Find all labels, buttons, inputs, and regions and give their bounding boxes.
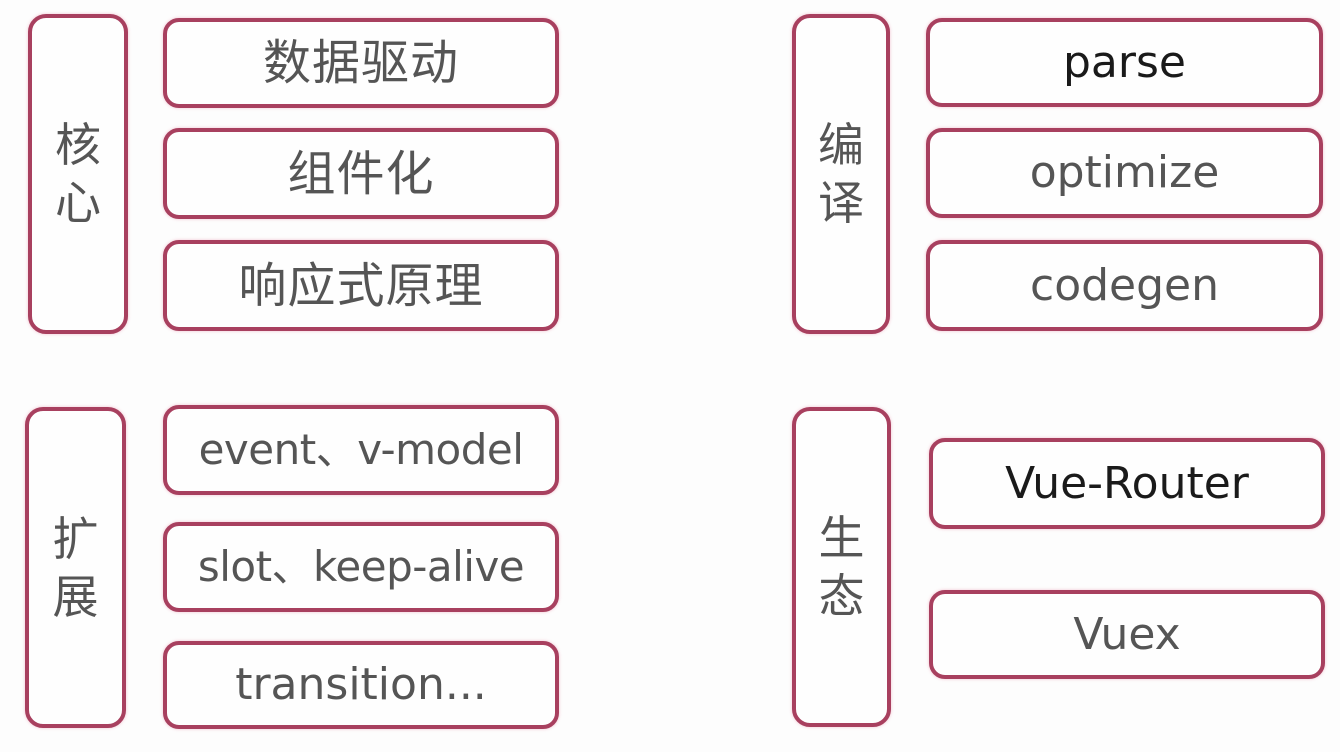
- extension-category-box: 扩 展: [25, 407, 126, 728]
- core-label-char-2: 心: [55, 176, 101, 230]
- core-label-char-1: 核: [55, 118, 101, 172]
- core-item-label: 数据驱动: [262, 35, 459, 91]
- extension-item-label: event、v-model: [198, 425, 524, 474]
- compile-item-optimize: optimize: [926, 128, 1323, 218]
- ecosystem-item-vue-router: Vue-Router: [929, 438, 1325, 529]
- compile-item-label: parse: [1063, 36, 1186, 88]
- compile-label-char-1: 编: [818, 118, 864, 172]
- core-item-label: 组件化: [287, 145, 435, 202]
- extension-item-transition: transition...: [163, 641, 559, 729]
- core-category-box: 核 心: [28, 14, 128, 334]
- compile-label-char-2: 译: [818, 176, 864, 230]
- core-item-data-driven: 数据驱动: [163, 18, 559, 108]
- compile-item-label: codegen: [1030, 259, 1219, 311]
- ecosystem-item-vuex: Vuex: [929, 590, 1325, 679]
- ecosystem-item-label: Vuex: [1073, 608, 1181, 660]
- ecosystem-category-box: 生 态: [792, 407, 891, 727]
- compile-item-codegen: codegen: [926, 240, 1323, 331]
- core-item-reactivity: 响应式原理: [163, 240, 559, 331]
- extension-label-char-2: 展: [52, 569, 99, 624]
- ecosystem-item-label: Vue-Router: [1005, 457, 1249, 509]
- extension-item-label: slot、keep-alive: [197, 542, 525, 591]
- compile-item-parse: parse: [926, 18, 1323, 107]
- extension-item-event-vmodel: event、v-model: [163, 405, 559, 495]
- core-item-label: 响应式原理: [238, 257, 484, 314]
- compile-item-label: optimize: [1029, 147, 1220, 198]
- compile-category-box: 编 译: [792, 14, 890, 334]
- extension-label-char-1: 扩: [52, 511, 99, 566]
- ecosystem-label-char-1: 生: [818, 511, 865, 565]
- core-item-componentization: 组件化: [163, 128, 559, 219]
- extension-item-slot-keepalive: slot、keep-alive: [163, 522, 559, 612]
- ecosystem-label-char-2: 态: [818, 569, 865, 623]
- extension-item-label: transition...: [235, 659, 487, 710]
